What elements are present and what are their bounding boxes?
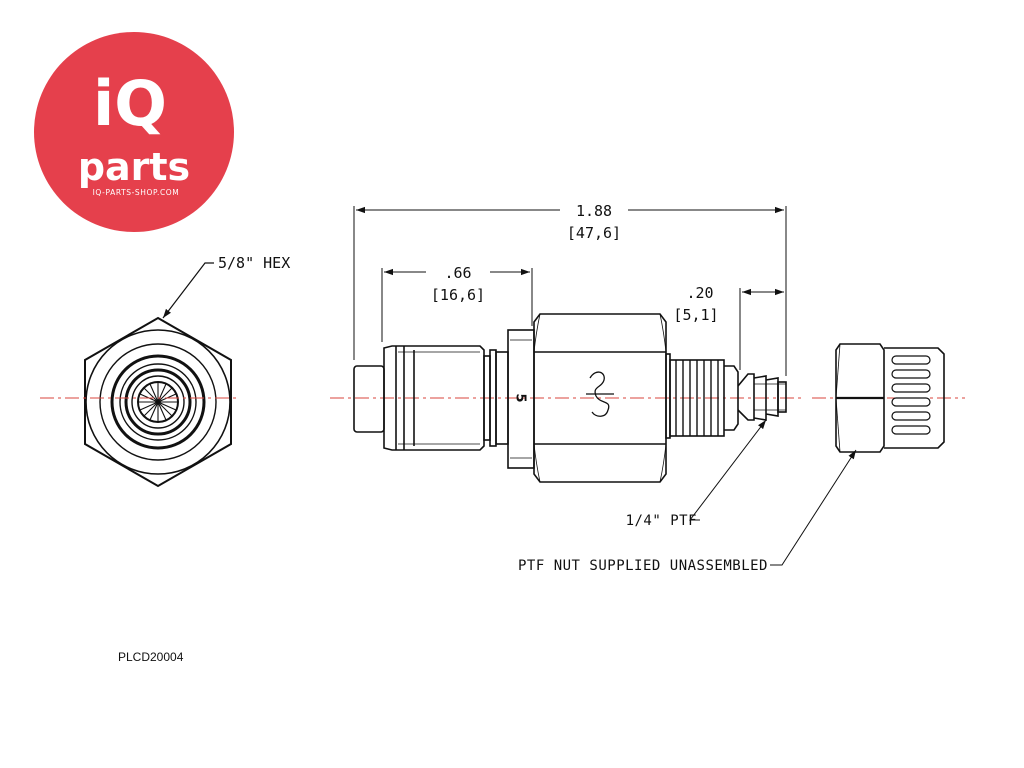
coupling-nose [353, 365, 385, 433]
body-length-mm: [16,6] [431, 286, 485, 304]
logo-circle [34, 32, 234, 232]
ptf-nut [835, 343, 945, 453]
body-length-inch: .66 [444, 264, 471, 282]
ptf-nut-knurl [884, 347, 945, 449]
valve-star-icon [138, 382, 178, 422]
hex-size-label: 5/8" HEX [218, 254, 290, 272]
hex-leader-line [162, 262, 214, 319]
logo-iq-text: iQ [93, 67, 167, 140]
body-size-marking: 5 [513, 393, 528, 402]
overall-length-mm: [47,6] [567, 224, 621, 242]
coupling-hex-body [533, 313, 667, 483]
hex-chamfer-circle [85, 329, 231, 475]
coupling-side-view [353, 313, 787, 483]
manufacturer-mark-icon [586, 371, 614, 417]
logo-parts-text: parts [78, 145, 190, 189]
hose-barb [737, 373, 755, 421]
part-number: PLCD20004 [118, 650, 184, 664]
hex-outline [84, 316, 232, 488]
thread-size-note: 1/4" PTF [626, 513, 697, 529]
dimension-lines [353, 206, 857, 566]
coupling-latch-body [383, 345, 485, 451]
barb-length-inch: .20 [686, 284, 713, 302]
thread-lines [675, 360, 719, 436]
logo-website-text: IQ-PARTS-SHOP.COM [93, 188, 180, 197]
nut-leader-line [770, 449, 857, 566]
overall-length-inch: 1.88 [576, 202, 612, 220]
nut-supplied-note: PTF NUT SUPPLIED UNASSEMBLED [518, 558, 768, 574]
thread-leader-line [688, 419, 767, 521]
iq-parts-logo: iQ parts IQ-PARTS-SHOP.COM [34, 32, 234, 232]
hex-end-view [84, 262, 232, 488]
barb-length-mm: [5,1] [673, 306, 718, 324]
ptf-nut-hex [835, 343, 885, 453]
